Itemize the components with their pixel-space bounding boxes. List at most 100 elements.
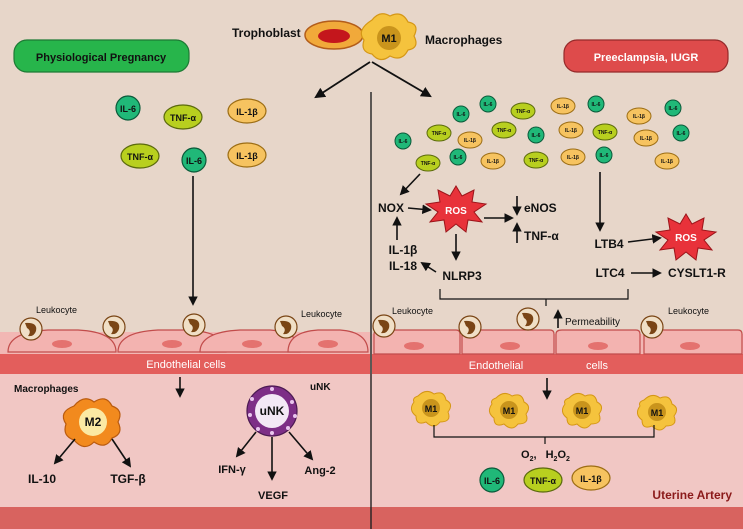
nucleus <box>588 342 608 350</box>
leukocyte <box>640 315 664 339</box>
nucleus <box>500 342 520 350</box>
tnf-bubble-small: TNF-α <box>491 121 517 139</box>
leukocyte-label: Leukocyte <box>392 306 433 316</box>
enos-label: eNOS <box>524 201 557 215</box>
m1-label: M1 <box>651 408 664 418</box>
trophoblast-label: Trophoblast <box>232 26 301 40</box>
m1-macrophages-row <box>410 390 678 431</box>
il1b-label: IL-1β <box>236 107 258 117</box>
ifng-label: IFN-γ <box>218 464 246 476</box>
physiological-pregnancy-button[interactable]: Physiological Pregnancy <box>13 39 190 73</box>
svg-text:IL-1β: IL-1β <box>557 104 569 110</box>
ltb4-label: LTB4 <box>594 237 623 251</box>
il6-label: IL-6 <box>186 156 202 166</box>
leukocyte <box>19 317 43 341</box>
m1-macrophage <box>410 390 452 427</box>
svg-text:TNF-α: TNF-α <box>516 109 531 115</box>
nlrp3-label: NLRP3 <box>442 269 482 283</box>
il6-label: IL-6 <box>120 104 136 114</box>
m2-label: M2 <box>85 415 102 429</box>
right-cytokines: IL-6 IL-6 TNF-α IL-1β IL-6 IL-1β IL-6 IL… <box>394 95 690 172</box>
unk-label: uNK <box>260 404 285 418</box>
unk-to-ifng-arrow <box>235 431 257 458</box>
m1-macrophage <box>488 392 530 429</box>
tnf-label: TNF-α <box>530 476 556 486</box>
il6-bubble <box>115 95 141 121</box>
tnf-bubble <box>523 467 563 493</box>
il6-label: IL-6 <box>484 476 500 486</box>
il1b-bubble-small: IL-1β <box>560 148 586 166</box>
svg-text:TNF-α: TNF-α <box>421 161 436 167</box>
permeability-label: Permeability <box>565 317 620 328</box>
svg-text:TNF-α: TNF-α <box>432 131 447 137</box>
tnf-bubble-small: TNF-α <box>415 154 441 172</box>
arrow-to-physiological <box>314 61 371 99</box>
il6-bubble-small: IL-6 <box>449 148 467 166</box>
il1b-label: IL-1β <box>580 474 602 484</box>
svg-text:IL-1β: IL-1β <box>464 138 476 144</box>
svg-text:IL-6: IL-6 <box>592 102 601 108</box>
il6-bubble <box>181 147 207 173</box>
endothelial-cells-label: Endothelial cells <box>146 359 226 371</box>
preeclampsia-title: Preeclampsia, IUGR <box>594 52 699 64</box>
leukocyte-label: Leukocyte <box>36 305 77 315</box>
m1-macrophage-icon <box>360 13 417 61</box>
leukocyte <box>458 315 482 339</box>
il6-bubble-small: IL-6 <box>672 124 690 142</box>
m1-label: M1 <box>576 406 589 416</box>
ros-burst-2 <box>654 213 718 261</box>
il6-bubble-small: IL-6 <box>527 126 545 144</box>
m1-macrophage <box>561 392 603 429</box>
tnf-bubble <box>163 104 203 130</box>
tnf-bubble-small: TNF-α <box>523 151 549 169</box>
trophoblast-icon <box>304 20 364 50</box>
nucleus <box>404 342 424 350</box>
left-nuclei <box>52 340 338 348</box>
ltb4-to-ros-arrow <box>627 234 662 244</box>
svg-text:IL-1β: IL-1β <box>640 136 652 142</box>
il1b-bubble-small: IL-1β <box>633 129 659 147</box>
right-leukocytes <box>372 307 664 339</box>
svg-text:IL-6: IL-6 <box>454 155 463 161</box>
il10-label: IL-10 <box>28 472 56 486</box>
tnf-label: TNF-α <box>170 113 196 123</box>
svg-text:IL-6: IL-6 <box>457 112 466 118</box>
svg-text:IL-6: IL-6 <box>399 139 408 145</box>
m1-label: M1 <box>503 406 516 416</box>
il1b-bubble <box>227 98 267 124</box>
svg-text:IL-6: IL-6 <box>484 102 493 108</box>
left-leukocytes <box>19 313 298 341</box>
il6-bubble-small: IL-6 <box>595 146 613 164</box>
tnf-bubble-small: TNF-α <box>510 102 536 120</box>
m1-label: M1 <box>425 404 438 414</box>
leukocyte <box>516 307 540 331</box>
tnfa-label: TNF-α <box>524 229 559 243</box>
unk-to-ang2-arrow <box>288 431 314 461</box>
nucleus <box>680 342 700 350</box>
nucleus <box>242 340 262 348</box>
leukocyte <box>372 314 396 338</box>
svg-text:IL-1β: IL-1β <box>487 159 499 165</box>
il6-bubble-small: IL-6 <box>587 95 605 113</box>
uterine-artery-label: Uterine Artery <box>652 488 732 502</box>
right-endothelial-cells <box>373 329 743 355</box>
leukocyte <box>102 315 126 339</box>
leukocyte-label: Leukocyte <box>668 306 709 316</box>
macrophages-label: Macrophages <box>425 33 503 47</box>
m2-to-tgfb-arrow <box>111 438 132 468</box>
tnf-label: TNF-α <box>127 152 153 162</box>
left-cytokines: IL-6 TNF-α IL-1β TNF-α IL-6 IL-1β <box>115 95 267 173</box>
m2-to-il10-arrow <box>53 438 76 465</box>
il1b-bubble <box>227 142 267 168</box>
il6-bubble-small: IL-6 <box>479 95 497 113</box>
il1b-bubble-small: IL-1β <box>480 152 506 170</box>
ros-label-2: ROS <box>675 233 697 244</box>
m1-bracket <box>433 425 655 438</box>
svg-text:TNF-α: TNF-α <box>598 130 613 136</box>
il1b-bubble-small: IL-1β <box>558 121 584 139</box>
svg-text:TNF-α: TNF-α <box>497 128 512 134</box>
preeclampsia-button[interactable]: Preeclampsia, IUGR <box>563 39 729 73</box>
tgfb-label: TGF-β <box>110 472 145 486</box>
arrow-to-preeclampsia <box>371 61 432 98</box>
